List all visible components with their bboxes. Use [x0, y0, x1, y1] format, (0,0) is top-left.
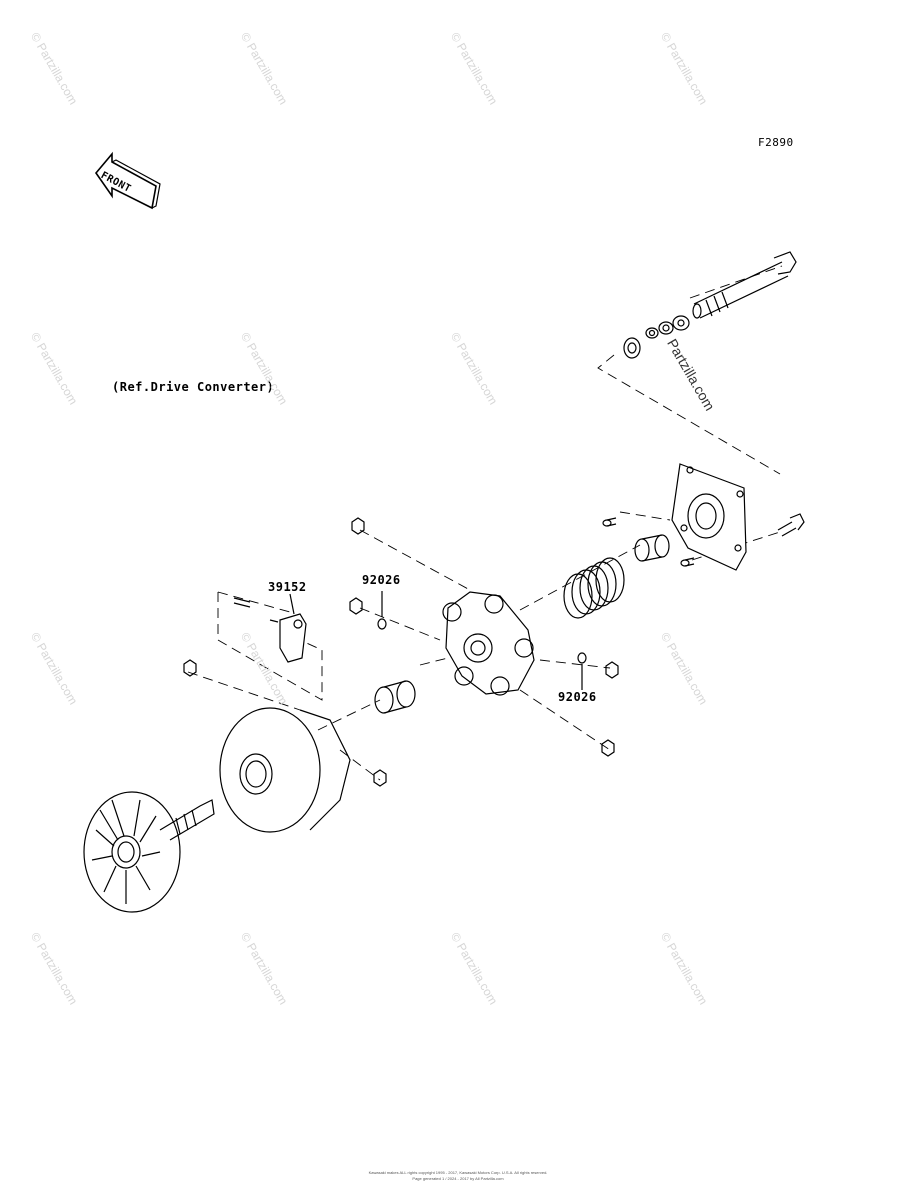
reference-note: (Ref.Drive Converter) — [112, 380, 275, 394]
part-label-39152: 39152 — [268, 580, 307, 594]
washers — [623, 315, 690, 359]
footer-line-1: Kawasaki makes ALL rights copyright 1995… — [368, 1170, 548, 1175]
cover-plate — [671, 463, 747, 571]
spider-plate — [442, 591, 535, 696]
fixed-sheave — [83, 791, 215, 913]
bushing-lower — [374, 680, 416, 714]
figure-code: F2890 — [758, 136, 794, 149]
spring — [563, 557, 625, 619]
bolt-top — [692, 251, 797, 319]
part-39152-shapes — [233, 593, 307, 663]
part-92026-shapes — [377, 591, 587, 690]
part-label-92026-right: 92026 — [558, 690, 597, 704]
assembly-lines — [187, 265, 783, 781]
front-arrow-icon — [94, 151, 161, 210]
bushing-upper — [634, 534, 670, 562]
part-label-92026-top: 92026 — [362, 573, 401, 587]
movable-sheave — [219, 707, 351, 833]
bolt-right — [777, 513, 805, 537]
nuts — [183, 517, 619, 787]
footer-line-2: Page generated 1 / 2024 - 2017 by All Pa… — [412, 1176, 504, 1181]
collars — [602, 517, 695, 567]
